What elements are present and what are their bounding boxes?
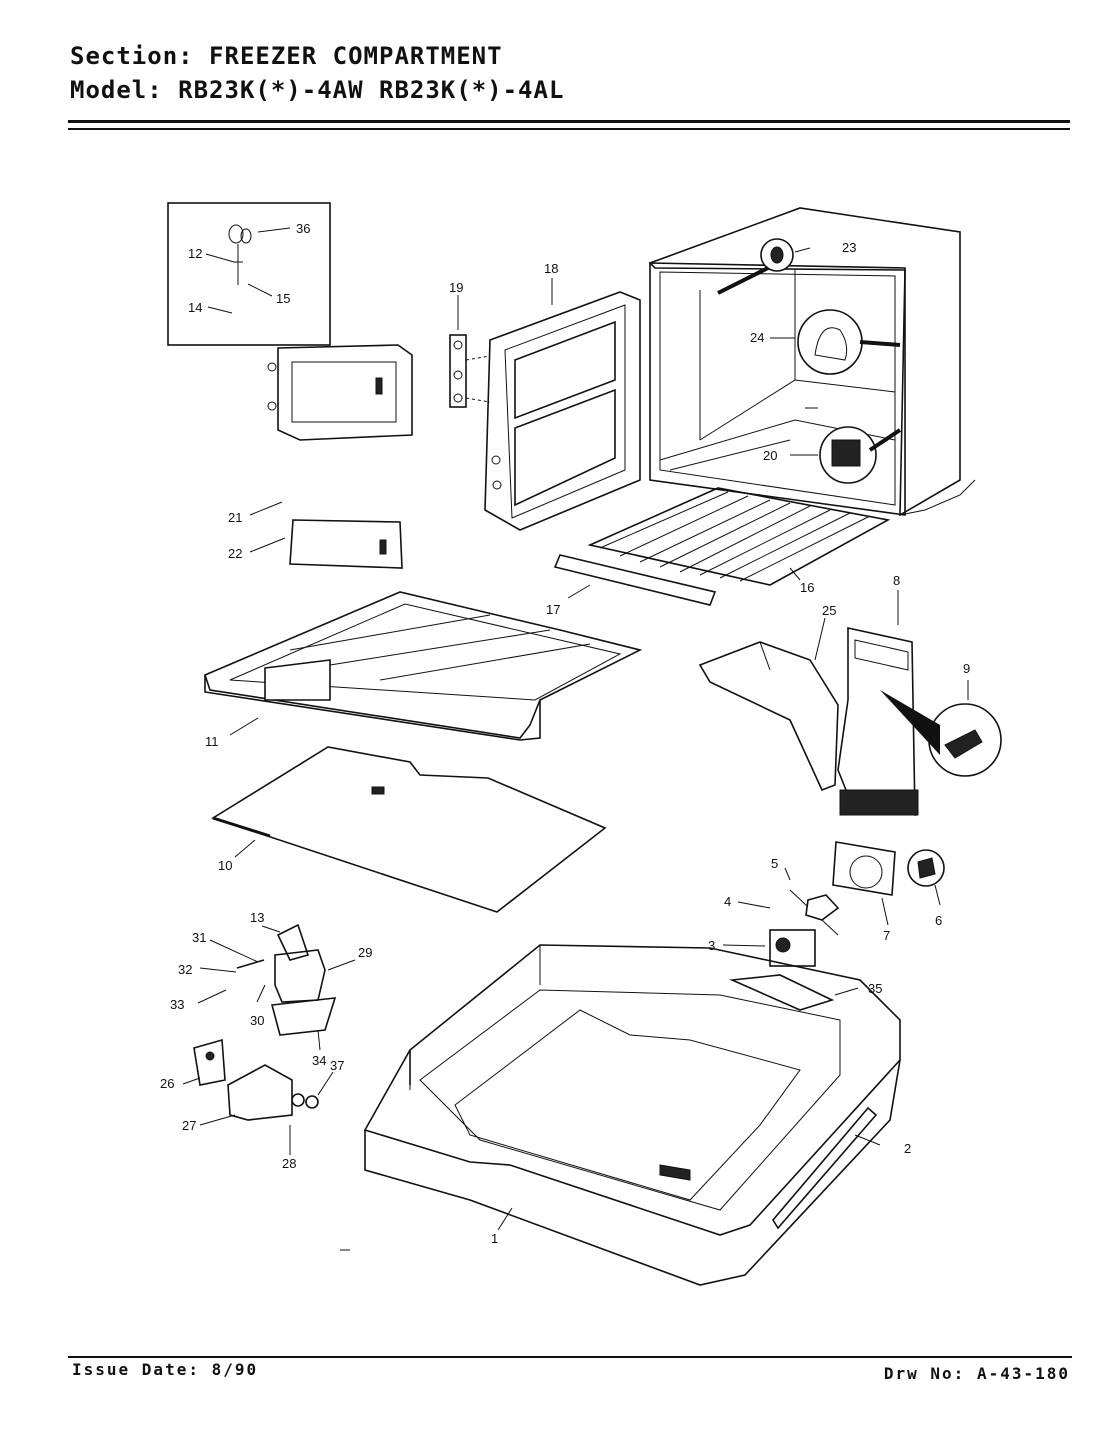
callout-21: 21 xyxy=(228,510,242,525)
evaporator-cover xyxy=(837,627,1002,817)
callout-8: 8 xyxy=(893,573,900,588)
callout-13: 13 xyxy=(250,910,264,925)
model-label: Model: xyxy=(70,76,163,104)
callout-35: 35 xyxy=(868,981,882,996)
callout-28: 28 xyxy=(282,1156,296,1171)
callout-30: 30 xyxy=(250,1013,264,1028)
fan-motor-assembly xyxy=(769,841,945,967)
callout-18: 18 xyxy=(544,261,558,276)
callout-23: 23 xyxy=(842,240,856,255)
callout-20: 20 xyxy=(763,448,777,463)
callout-34: 34 xyxy=(312,1053,326,1068)
footer-rule xyxy=(68,1356,1072,1358)
callout-6: 6 xyxy=(935,913,942,928)
callout-22: 22 xyxy=(228,546,242,561)
callout-3: 3 xyxy=(708,938,715,953)
ice-maker-parts xyxy=(236,923,337,1036)
callout-19: 19 xyxy=(449,280,463,295)
callout-32: 32 xyxy=(178,962,192,977)
section-value: FREEZER COMPARTMENT xyxy=(209,42,503,70)
control-box-parts xyxy=(193,1038,319,1121)
callout-16: 16 xyxy=(800,580,814,595)
door-liner-assembly xyxy=(449,291,641,531)
callout-27: 27 xyxy=(182,1118,196,1133)
model-heading: Model: RB23K(*)-4AW RB23K(*)-4AL xyxy=(70,76,564,104)
callout-11: 11 xyxy=(205,734,219,749)
inset-detail-box xyxy=(167,202,331,346)
header-rule-bottom xyxy=(68,128,1070,130)
callout-1: 1 xyxy=(491,1231,498,1246)
freezer-shelf-tray xyxy=(204,591,643,741)
callout-10: 10 xyxy=(218,858,232,873)
section-heading: Section: FREEZER COMPARTMENT xyxy=(70,42,503,70)
callout-9: 9 xyxy=(963,661,970,676)
callout-7: 7 xyxy=(883,928,890,943)
wire-shelf xyxy=(553,487,891,606)
callout-31: 31 xyxy=(192,930,206,945)
callout-15: 15 xyxy=(276,291,290,306)
air-duct xyxy=(698,641,839,792)
callout-12: 12 xyxy=(188,246,202,261)
callout-leaders xyxy=(182,247,969,1251)
callout-24: 24 xyxy=(750,330,764,345)
header-rule-top xyxy=(68,120,1070,123)
issue-date: Issue Date: 8/90 xyxy=(72,1360,259,1379)
callout-labels: 36 12 15 14 23 24 20 18 19 21 22 16 17 8… xyxy=(160,221,970,1246)
control-panel-assembly xyxy=(267,344,413,569)
callout-4: 4 xyxy=(724,894,731,909)
model-value: RB23K(*)-4AW RB23K(*)-4AL xyxy=(178,76,565,104)
callout-14: 14 xyxy=(188,300,202,315)
callout-25: 25 xyxy=(822,603,836,618)
callout-5: 5 xyxy=(771,856,778,871)
shelf-plate xyxy=(211,746,607,913)
callout-36: 36 xyxy=(296,221,310,236)
callout-26: 26 xyxy=(160,1076,174,1091)
callout-33: 33 xyxy=(170,997,184,1012)
callout-37: 37 xyxy=(330,1058,344,1073)
callout-2: 2 xyxy=(904,1141,911,1156)
section-label: Section: xyxy=(70,42,194,70)
callout-17: 17 xyxy=(546,602,560,617)
freezer-cabinet xyxy=(648,207,976,517)
drawing-number: Drw No: A-43-180 xyxy=(883,1364,1070,1383)
base-pan-assembly xyxy=(363,944,901,1286)
callout-29: 29 xyxy=(358,945,372,960)
